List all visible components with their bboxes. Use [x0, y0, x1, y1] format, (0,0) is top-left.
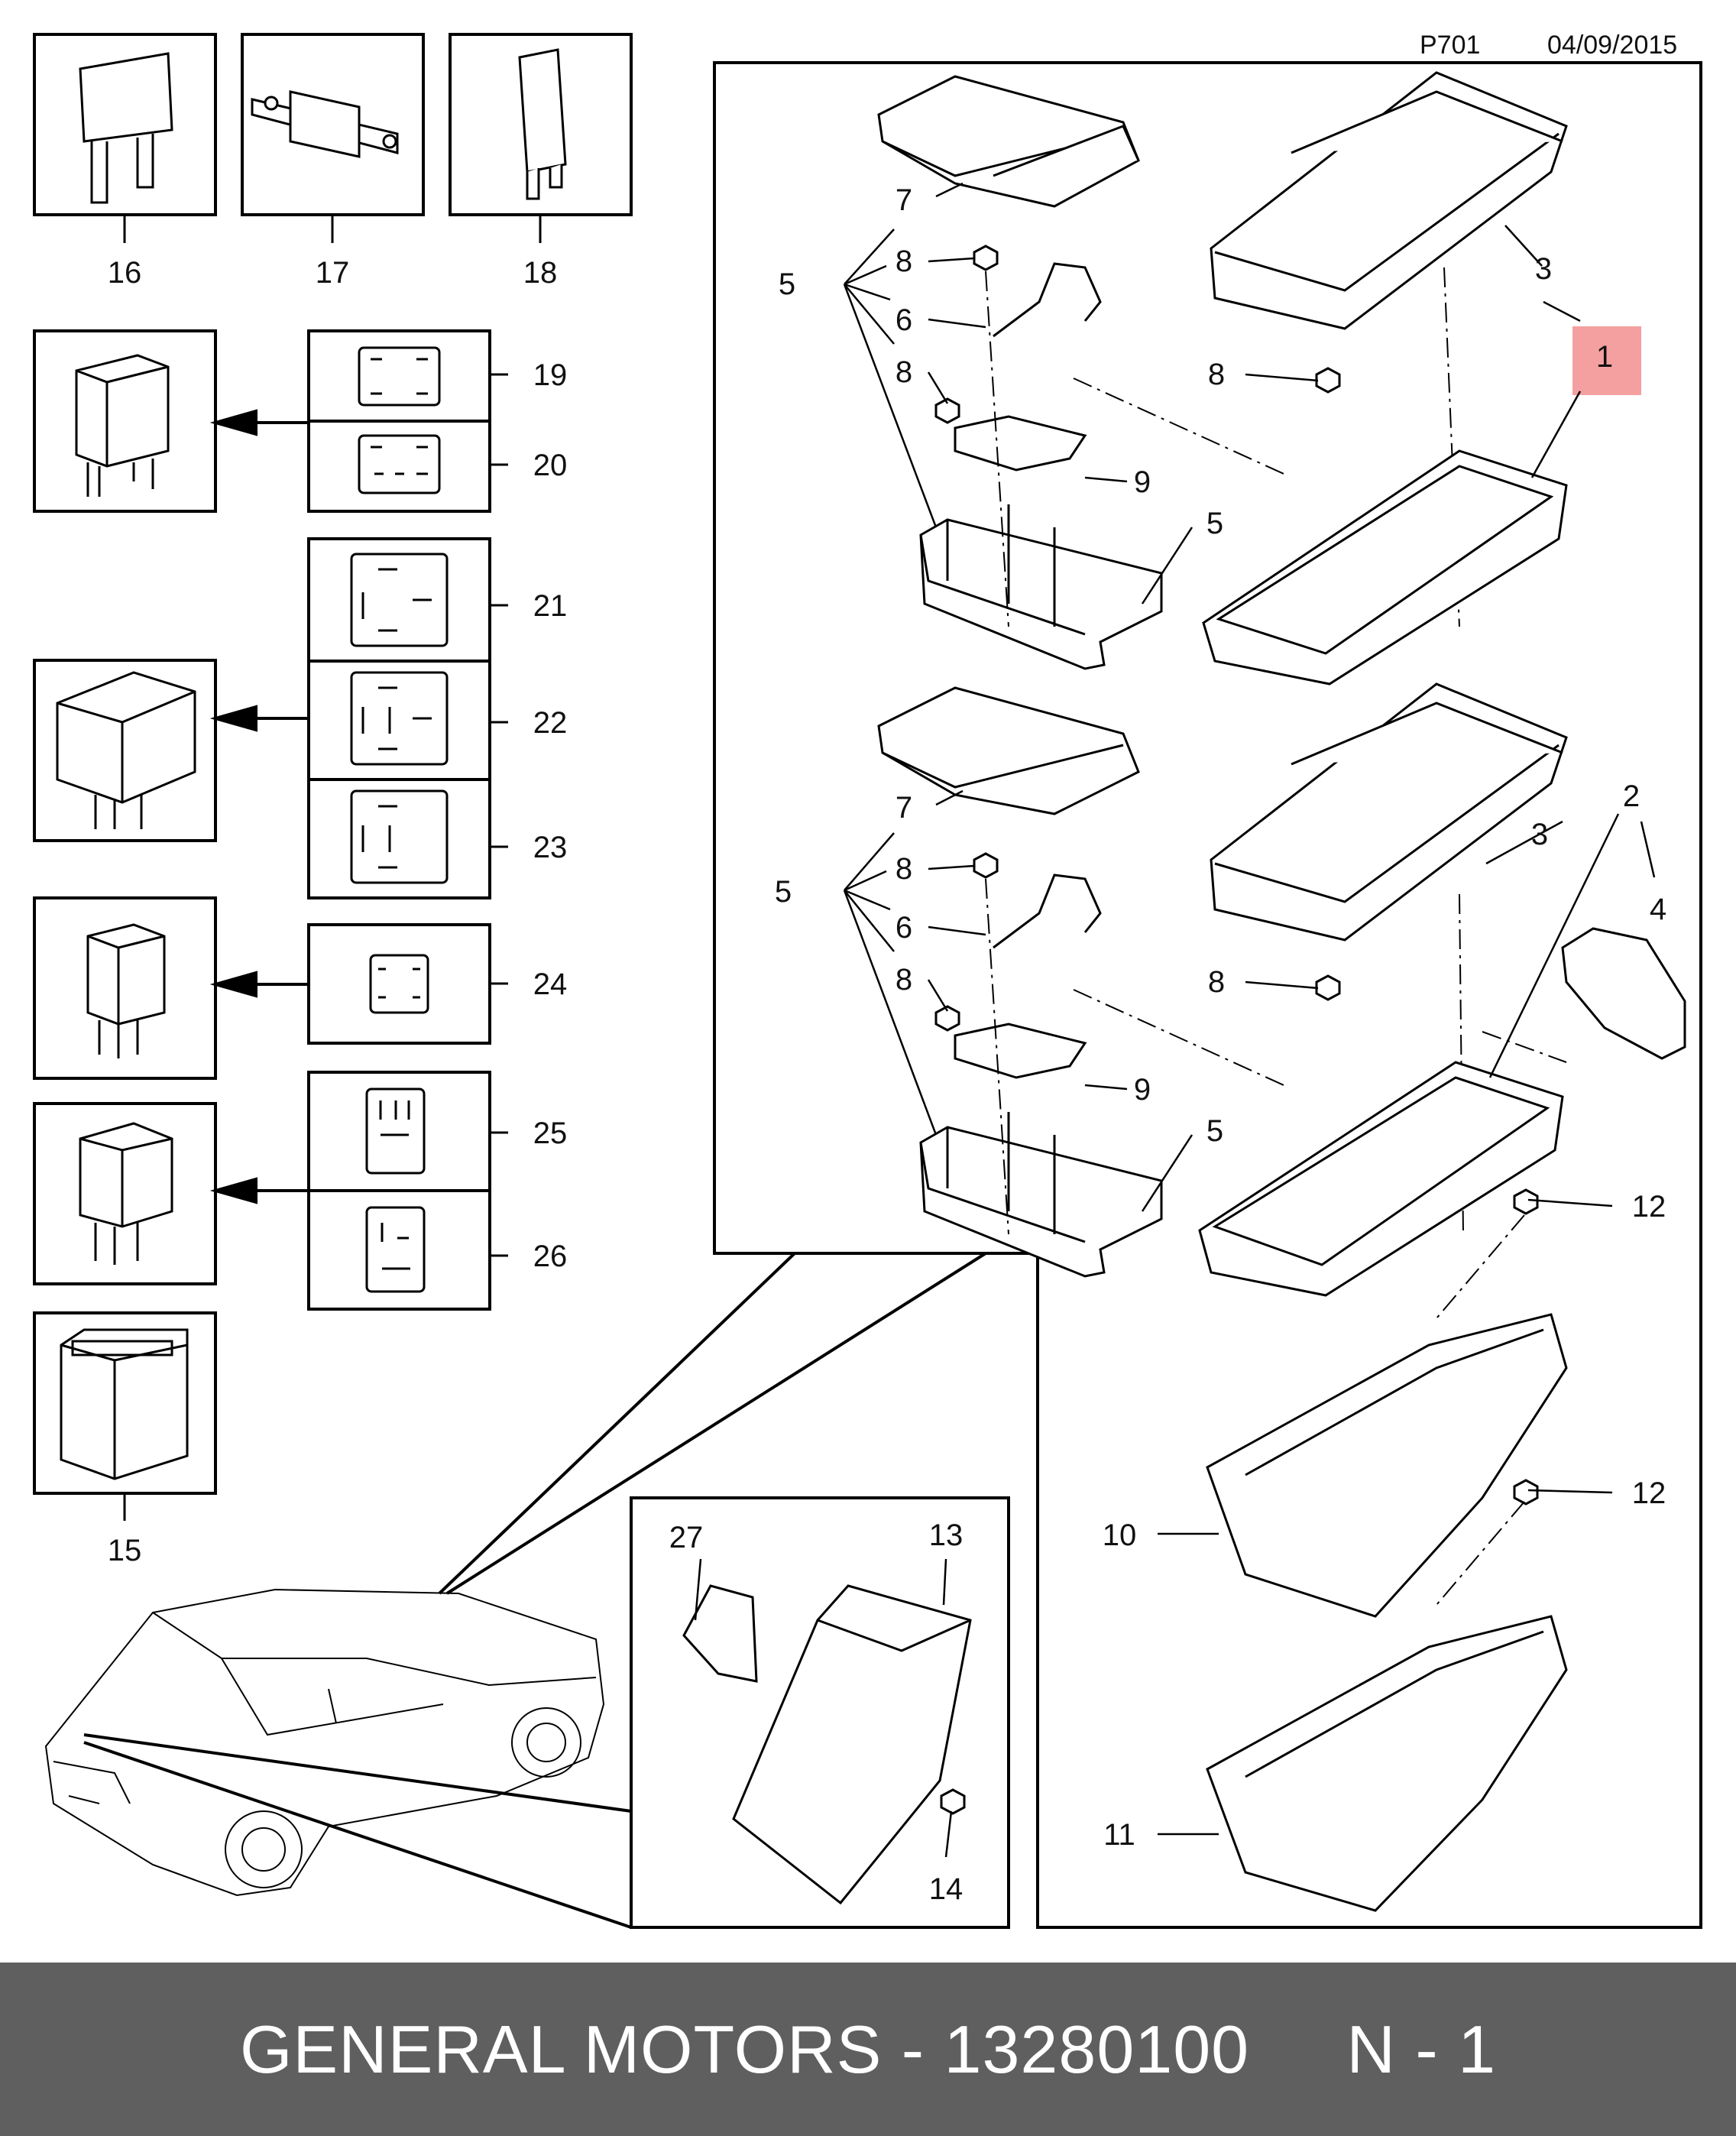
callout-23: 23: [533, 831, 568, 864]
footer-separator: -: [882, 2011, 944, 2087]
callout-24: 24: [533, 968, 568, 1001]
pin-box-26: [307, 1189, 491, 1311]
blade-fuse-icon: [518, 48, 567, 200]
callout-3-upper: 3: [1535, 252, 1552, 286]
callout-14: 14: [929, 1872, 964, 1906]
ultra-micro-relay-icon: [86, 923, 166, 1058]
callout-8-upper-c: 8: [1208, 358, 1225, 391]
footer-bar: GENERAL MOTORS - 13280100 N - 1: [0, 1963, 1736, 2136]
lower-fuse-block: [877, 686, 1163, 1278]
nut-icons: [934, 245, 1539, 1815]
mini-fuse-icon: [79, 52, 173, 204]
footer-gap: [1249, 2011, 1346, 2089]
pin-box-24: [307, 923, 491, 1045]
header-date: 04/09/2015: [1547, 31, 1677, 60]
relay-box-24: [33, 896, 217, 1080]
mini-relay-icon: [79, 1122, 173, 1265]
callout-20: 20: [533, 449, 568, 482]
pointer-arrows: [209, 409, 309, 1204]
callout-27: 27: [669, 1521, 704, 1554]
callout-6-lower: 6: [896, 911, 912, 945]
main-frame: [713, 61, 1702, 1929]
callout-9-upper: 9: [1134, 465, 1151, 499]
bolt-fuse-icon: [251, 90, 399, 158]
upper-fuse-block: [877, 75, 1163, 670]
relay-box-25-26: [33, 1102, 217, 1285]
box-housings: [1198, 449, 1686, 1297]
callout-4: 4: [1650, 893, 1666, 926]
callout-8-lower-c: 8: [1208, 965, 1225, 999]
callout-16: 16: [108, 256, 142, 290]
pin-box-20: [307, 420, 491, 513]
callout-5-upper-right: 5: [1206, 507, 1223, 540]
footer-suffix: N - 1: [1346, 2011, 1497, 2087]
electrical-center-module: [682, 1584, 972, 1905]
callout-9-lower: 9: [1134, 1073, 1151, 1107]
car-outline: [44, 1588, 605, 1897]
callout-7-upper: 7: [896, 183, 912, 217]
callout-1: 1: [1596, 340, 1613, 374]
relay-box-21-23: [33, 659, 217, 842]
callout-5-lower-right: 5: [1206, 1114, 1223, 1148]
diagram-canvas: P701 04/09/2015 16 17 18 19 20 21 22 23 …: [33, 31, 1702, 1929]
pin-box-21: [307, 537, 491, 663]
cartridge-fuse-icon: [60, 1328, 189, 1480]
callout-12-lower: 12: [1632, 1476, 1666, 1510]
callout-8-lower-b: 8: [896, 963, 912, 997]
callout-10: 10: [1103, 1519, 1137, 1552]
iso-relay-icon: [56, 671, 196, 829]
callout-13: 13: [929, 1519, 964, 1552]
callout-8-upper-a: 8: [896, 245, 912, 278]
pin-box-22: [307, 660, 491, 781]
callout-26: 26: [533, 1240, 568, 1273]
callout-15: 15: [108, 1534, 142, 1567]
callout-5-upper-left: 5: [779, 267, 795, 301]
pin-pattern-icons: [350, 346, 449, 1293]
callout-22: 22: [533, 706, 568, 740]
box-covers: [1210, 71, 1568, 942]
callout-25: 25: [533, 1117, 568, 1150]
callout-19: 19: [533, 358, 568, 392]
callout-5-lower-left: 5: [775, 875, 792, 909]
mounting-brackets: [1206, 1313, 1568, 1912]
footer-brand: GENERAL MOTORS: [239, 2011, 883, 2087]
callout-11: 11: [1103, 1818, 1135, 1852]
footer-part-number: 13280100: [944, 2011, 1250, 2087]
pin-box-19: [307, 329, 491, 423]
callout-3-lower: 3: [1531, 818, 1548, 851]
callout-12-upper: 12: [1632, 1190, 1666, 1224]
callout-6-upper: 6: [896, 303, 912, 337]
callout-labels: 16 17 18 19 20 21 22 23 24 25 26 15 7 5 …: [108, 183, 1666, 1906]
callout-2: 2: [1623, 780, 1640, 813]
header-code: P701: [1420, 31, 1480, 60]
callout-21: 21: [533, 589, 568, 623]
callout-8-upper-b: 8: [896, 355, 912, 389]
callout-7-lower: 7: [896, 791, 912, 825]
micro-relay-icon: [75, 354, 170, 497]
callout-18: 18: [523, 256, 558, 290]
inset-frame: [630, 1496, 1010, 1929]
highlight-box: [1572, 326, 1641, 395]
callout-17: 17: [316, 256, 350, 290]
pin-box-23: [307, 778, 491, 899]
callout-8-lower-a: 8: [896, 852, 912, 886]
